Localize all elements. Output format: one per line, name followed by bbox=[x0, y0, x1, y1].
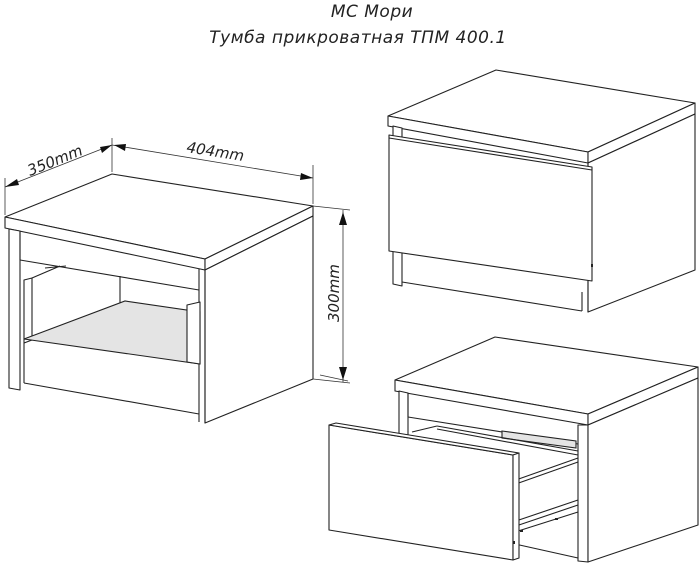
dimensioned-open-shelf-view: 350mm 404mm 300mm bbox=[4, 138, 351, 424]
open-drawer-view bbox=[319, 336, 699, 563]
closed-drawer-view bbox=[387, 69, 696, 313]
product-title: Тумба прикроватная ТПМ 400.1 bbox=[209, 28, 507, 48]
width-dimension-label: 404mm bbox=[185, 138, 245, 165]
depth-dimension-label: 350mm bbox=[25, 141, 85, 179]
height-dimension-label: 300mm bbox=[325, 264, 343, 322]
brand-title: МС Мори bbox=[330, 2, 414, 22]
